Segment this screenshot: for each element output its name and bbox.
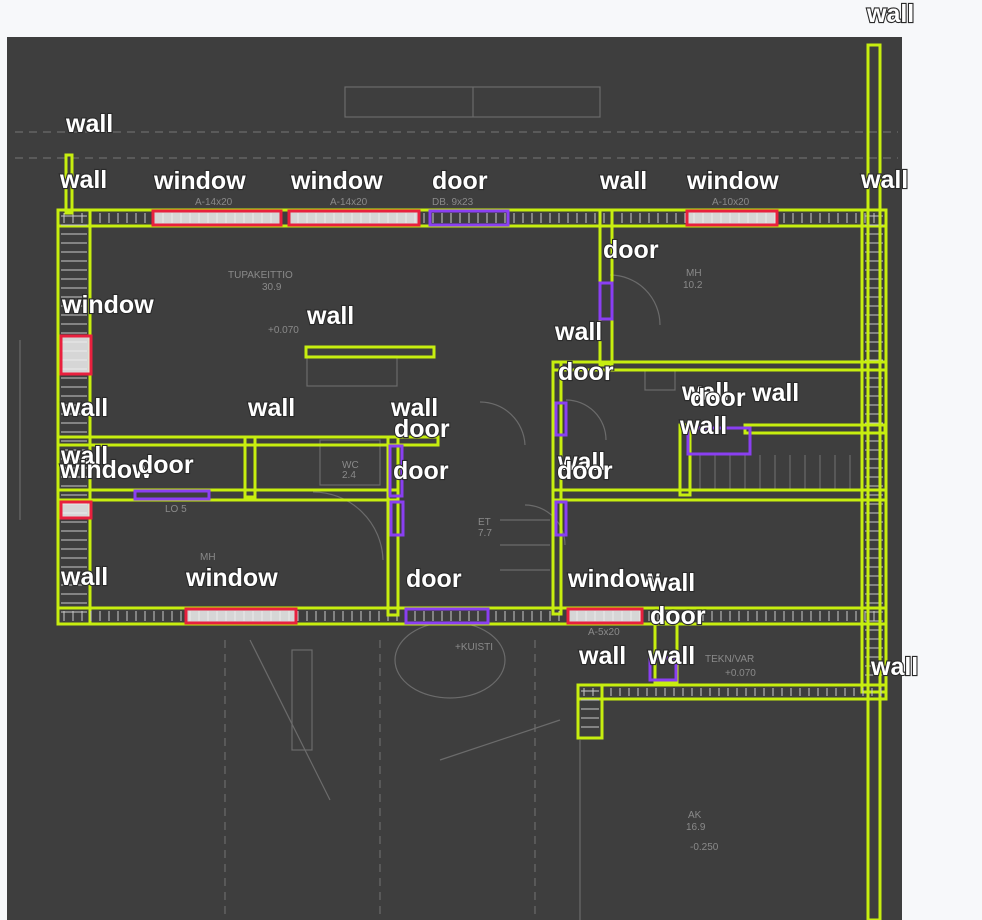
window-detections <box>59 209 779 625</box>
wall-label-37: wall <box>870 653 918 681</box>
wall-label-7: wall <box>599 167 647 195</box>
window-label-30: window <box>185 564 278 592</box>
wall-box-4 <box>860 208 888 694</box>
wall-label-21: wall <box>390 394 438 422</box>
door-label-31: door <box>406 565 462 593</box>
window-label-24: window <box>59 456 152 484</box>
door-label-34: door <box>650 602 706 630</box>
room-area-7: 16.9 <box>686 822 706 833</box>
wall-label-20: wall <box>247 394 295 422</box>
wall-box-15 <box>678 423 692 497</box>
window-mark-3: A-10x20 <box>712 197 750 208</box>
wall-label-2: wall <box>65 110 113 138</box>
door-box-1 <box>428 209 510 227</box>
door-box-2 <box>598 281 614 321</box>
room-name-4: LO 5 <box>165 504 187 515</box>
wall-label-19: wall <box>60 394 108 422</box>
door-box-10 <box>648 656 678 682</box>
door-label-10: door <box>603 236 659 264</box>
window-label-8: window <box>686 167 779 195</box>
wall-box-5 <box>866 43 882 920</box>
wall-label-29: wall <box>60 563 108 591</box>
room-level-7: -0.250 <box>690 842 719 853</box>
wall-label-12: wall <box>306 302 354 330</box>
level-main: +0.070 <box>268 325 299 336</box>
window-mark-1: A-14x20 <box>195 197 233 208</box>
door-box-8 <box>404 607 490 625</box>
window-label-4: window <box>153 167 246 195</box>
wall-label-1: wall <box>866 0 914 28</box>
door-label-22: door <box>394 415 450 443</box>
window-box-5 <box>59 500 93 520</box>
wall-label-3: wall <box>59 166 107 194</box>
door-box-3 <box>554 401 568 437</box>
wall-label-33: wall <box>647 569 695 597</box>
window-label-5: window <box>290 167 383 195</box>
wall-label-13: wall <box>554 318 602 346</box>
wall-box-9 <box>551 360 563 616</box>
door-box-5 <box>389 500 405 537</box>
window-box-7 <box>566 607 644 625</box>
door-box-6 <box>133 489 211 501</box>
wall-label-18: wall <box>679 412 727 440</box>
room-area-3: 2.4 <box>342 470 356 481</box>
wall-label-17: wall <box>751 379 799 407</box>
faded-plan-linework: TUPAKEITTIO 30.9 +0.070 MH 10.2 WC 2.4 L… <box>15 86 898 920</box>
door-label-14: door <box>558 358 614 386</box>
room-name-8: TEKN/VAR <box>705 654 754 665</box>
room-name-7: AK <box>688 810 702 821</box>
door-label-26: door <box>393 457 449 485</box>
door-label-16: door <box>690 384 746 412</box>
door-box-7 <box>554 500 568 537</box>
door-label-6: door <box>432 167 488 195</box>
wall-label-23: wall <box>60 442 108 470</box>
room-area-6: 7.7 <box>478 528 492 539</box>
room-name-1: TUPAKEITTIO <box>228 270 293 281</box>
room-area-1: 30.9 <box>262 282 282 293</box>
window-box-2 <box>287 209 421 227</box>
wall-label-9: wall <box>860 166 908 194</box>
window-box-1 <box>151 209 283 227</box>
room-name-3: WC <box>342 460 359 471</box>
stair-treads <box>699 455 851 490</box>
window-box-4 <box>59 334 93 376</box>
door-detections <box>133 209 752 682</box>
room-name-9: +KUISTI <box>455 642 493 653</box>
window-mark-2: A-14x20 <box>330 197 368 208</box>
door-box-4 <box>388 444 404 498</box>
room-level-8: +0.070 <box>725 668 756 679</box>
wall-box-20 <box>304 345 436 359</box>
wall-box-13 <box>386 435 400 617</box>
wall-box-18 <box>576 683 604 740</box>
door-label-28: door <box>557 457 613 485</box>
door-label-25: door <box>138 451 194 479</box>
door-mark-1: DB. 9x23 <box>432 197 474 208</box>
floor-plan-drawing <box>7 37 902 920</box>
room-name-5: MH <box>200 552 216 563</box>
window-label-11: window <box>61 291 154 319</box>
wall-box-19 <box>653 620 679 684</box>
window-label-32: window <box>567 565 660 593</box>
wall-label-35: wall <box>578 642 626 670</box>
wall-label-27: wall <box>557 448 605 476</box>
wall-label-15: wall <box>681 378 729 406</box>
wall-box-12 <box>243 435 257 499</box>
door-box-9 <box>686 426 752 456</box>
window-box-3 <box>685 209 779 227</box>
wall-box-14 <box>551 488 888 502</box>
room-name-2: MH <box>686 268 702 279</box>
window-mark-4: A-5x20 <box>588 627 620 638</box>
wall-label-36: wall <box>647 642 695 670</box>
room-area-2: 10.2 <box>683 280 703 291</box>
room-name-6: ET <box>478 517 491 528</box>
window-box-6 <box>184 607 298 625</box>
wall-box-6 <box>64 153 74 215</box>
